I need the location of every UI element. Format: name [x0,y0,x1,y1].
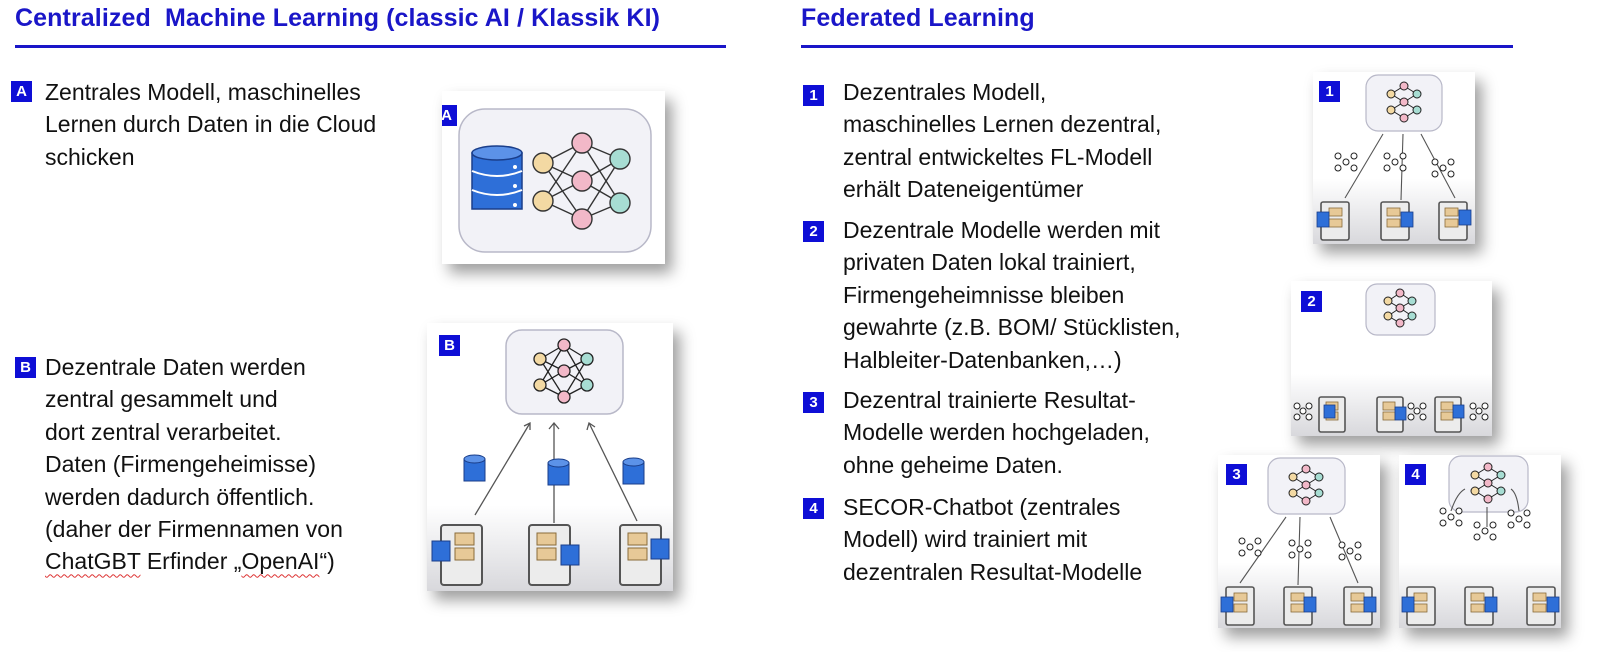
illustration-2-badge: 2 [1301,291,1322,312]
illustration-b-badge: B [439,335,460,356]
item-1-line: maschinelles Lernen dezentral, [843,111,1162,138]
centralized-data-svg [431,329,670,586]
item-b-line: Daten (Firmengeheimisse) [45,451,316,478]
item-b-line: (daher der Firmennamen von [45,516,343,543]
item-3-line: Modelle werden hochgeladen, [843,419,1150,446]
database-icon [471,145,523,210]
item-b-line: dort zentral verarbeitet. [45,418,282,445]
illustration-4-badge: 4 [1405,464,1426,485]
item-1-line: Dezentrales Modell, [843,79,1047,105]
item-3-line: Dezentral trainierte Resultat- [843,387,1136,413]
centralized-ml-title: Centralized Machine Learning (classic AI… [15,4,661,32]
item-2-line: privaten Daten lokal trainiert, [843,249,1136,276]
model-distribution-svg [1316,74,1472,241]
database-icon [463,454,645,486]
item-b-line: Dezentrale Daten werden [45,354,306,380]
central-cloud-svg [458,108,652,253]
item-3-line: ohne geheime Daten. [843,451,1063,478]
item-1-badge: 1 [803,85,824,106]
illustration-1-badge: 1 [1319,81,1340,102]
item-2-line: Firmengeheimnisse bleiben [843,281,1125,308]
item-2-line: Halbleiter-Datenbanken,…) [843,346,1122,373]
item-b-badge: B [15,357,36,378]
illustration-a-central-model: A [442,91,665,264]
chatbot-training-svg [1401,455,1560,626]
neural-network-icon [532,132,631,230]
item-1-text: Dezentrales Modell, maschinelles Lernen … [843,76,1161,206]
illustration-2-local-training: 2 [1291,281,1492,436]
model-upload-svg [1220,457,1377,626]
item-a-line: schicken [45,143,135,170]
federated-learning-title: Federated Learning [801,4,1035,32]
item-2-line: Dezentrale Modelle werden mit [843,217,1161,243]
item-1-line: erhält Dateneigentümer [843,176,1084,203]
item-2-text: Dezentrale Modelle werden mit privaten D… [843,214,1180,376]
item-a-badge: A [11,81,32,102]
illustration-4-chatbot-training: 4 [1399,455,1561,628]
item-3-text: Dezentral trainierte Resultat- Modelle w… [843,384,1150,481]
item-a-line: Zentrales Modell, maschinelles [45,79,361,105]
illustration-1-model-distribution: 1 [1313,72,1475,244]
chatgbt-word: ChatGBT [45,548,141,575]
item-2-line: gewahrte (z.B. BOM/ Stücklisten, [843,314,1181,341]
illustration-b-centralized-data: B [427,323,673,591]
item-3-badge: 3 [803,392,824,413]
item-4-badge: 4 [803,498,824,519]
illustration-3-badge: 3 [1226,464,1247,485]
closing-quote: “) [319,548,335,575]
item-4-text: SECOR-Chatbot (zentrales Modell) wird tr… [843,491,1142,588]
item-4-line: Modell) wird trainiert mit [843,526,1088,553]
left-title-rule [15,45,726,48]
item-2-badge: 2 [803,221,824,242]
item-4-line: SECOR-Chatbot (zentrales [843,494,1121,520]
item-4-line: dezentralen Resultat-Modelle [843,558,1143,585]
local-training-svg [1293,283,1489,433]
item-1-line: zentral entwickeltes FL-Modell [843,143,1153,170]
item-b-line-last: ChatGBT Erfinder „OpenAI“) [45,545,343,577]
right-title-rule [801,45,1513,48]
item-b-line: zentral gesammelt und [45,386,278,413]
item-b-line: werden dadurch öffentlich. [45,483,315,510]
openai-word: OpenAI [241,548,320,575]
illustration-a-badge: A [442,105,457,126]
item-b-text: Dezentrale Daten werden zentral gesammel… [45,351,343,578]
illustration-3-model-upload: 3 [1218,455,1380,628]
inventor-text: Erfinder „ [140,548,242,575]
item-a-text: Zentrales Modell, maschinelles Lernen du… [45,76,376,173]
item-a-line: Lernen durch Daten in die Cloud [45,111,377,138]
